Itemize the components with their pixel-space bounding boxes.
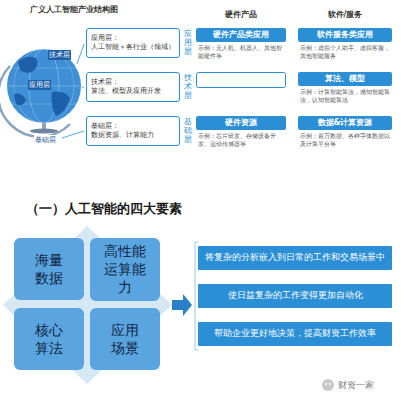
box-text: 高性能运算能力 xyxy=(103,242,147,297)
category-name: 硬件产品类应用 xyxy=(196,28,286,42)
category-name: 软件服务类应用 xyxy=(298,28,392,42)
layer-name: 基础层： xyxy=(91,122,175,131)
block-arrow xyxy=(172,294,192,316)
layer-content: 人工智能＋各行业（领域） xyxy=(91,43,175,52)
diamond-ground xyxy=(3,226,172,384)
category-name: 硬件资源 xyxy=(196,116,286,130)
box-text: 使日益复杂的工作变得更加自动化 xyxy=(228,290,363,301)
example-text: 示例：百万数据、各种字体数据以及计算平台等 xyxy=(298,132,392,148)
category-box: 硬件产品类应用示例：无人机、机器人、其他智能硬件等 xyxy=(196,28,286,60)
category-box: 数据&计算资源示例：百万数据、各种字体数据以及计算平台等 xyxy=(298,116,392,148)
globe-illustration xyxy=(0,49,81,137)
layer-content: 算法、模型及应用开发 xyxy=(91,87,175,96)
element-box: 高性能运算能力 xyxy=(90,238,160,301)
example-text: 示例：虚拟个人助手、虚拟客服，其他智能服务 xyxy=(298,44,392,60)
example-text: 示例：计算智能算法，感知智能算法，认知智能算法 xyxy=(298,88,392,104)
category-name: 数据&计算资源 xyxy=(298,116,392,130)
box-text: 海量数据 xyxy=(34,251,64,287)
category-box: 软件服务类应用示例：虚拟个人助手、虚拟客服，其他智能服务 xyxy=(298,28,392,60)
layer-label: 应用层 xyxy=(184,30,192,56)
box-text: 应用场景 xyxy=(110,321,140,357)
outcome-box: 使日益复杂的工作变得更加自动化 xyxy=(198,284,392,308)
outcome-box: 帮助企业更好地决策，提高财资工作效率 xyxy=(198,322,392,346)
category-name: 算法、模型 xyxy=(298,72,392,86)
layer-name: 技术层： xyxy=(91,78,175,87)
column-header: 硬件产品 xyxy=(196,9,286,20)
box-text: 帮助企业更好地决策，提高财资工作效率 xyxy=(214,328,376,339)
layer-name: 应用层： xyxy=(91,34,175,43)
watermark: 财资一家 xyxy=(338,379,374,392)
layer-label: 技术层 xyxy=(184,74,192,100)
outcome-box: 将复杂的分析嵌入到日常的工作和交易场景中 xyxy=(198,246,392,270)
globe-label: 基础层 xyxy=(34,135,57,145)
title: 广义人工智能产业结构图 xyxy=(30,4,118,15)
column-header: 软件/服务 xyxy=(298,9,392,20)
box-text: 核心算法 xyxy=(34,321,64,357)
layer-box: 基础层：数据资源、计算能力 xyxy=(86,116,180,146)
category-box: 硬件资源示例：芯片研发、存储设备开发、运动传感器等 xyxy=(196,116,286,148)
example-text: 示例：无人机、机器人、其他智能硬件等 xyxy=(196,44,286,60)
element-box: 核心算法 xyxy=(14,308,84,370)
empty-box xyxy=(197,73,286,88)
globe-label: 技术层 xyxy=(48,50,71,60)
layer-box: 技术层：算法、模型及应用开发 xyxy=(86,72,180,102)
watermark-icon xyxy=(322,379,334,391)
element-box: 应用场景 xyxy=(90,308,160,370)
globe-label: 应用层 xyxy=(28,80,51,90)
box-text: 将复杂的分析嵌入到日常的工作和交易场景中 xyxy=(205,252,385,263)
example-text: 示例：芯片研发、存储设备开发、运动传感器等 xyxy=(196,132,286,148)
layer-box: 应用层：人工智能＋各行业（领域） xyxy=(86,28,180,58)
section-heading: （一）人工智能的四大要素 xyxy=(26,200,182,218)
element-box: 海量数据 xyxy=(14,238,84,300)
category-box: 算法、模型示例：计算智能算法，感知智能算法，认知智能算法 xyxy=(298,72,392,104)
layer-content: 数据资源、计算能力 xyxy=(91,131,175,140)
layer-label: 基础层 xyxy=(184,118,192,144)
